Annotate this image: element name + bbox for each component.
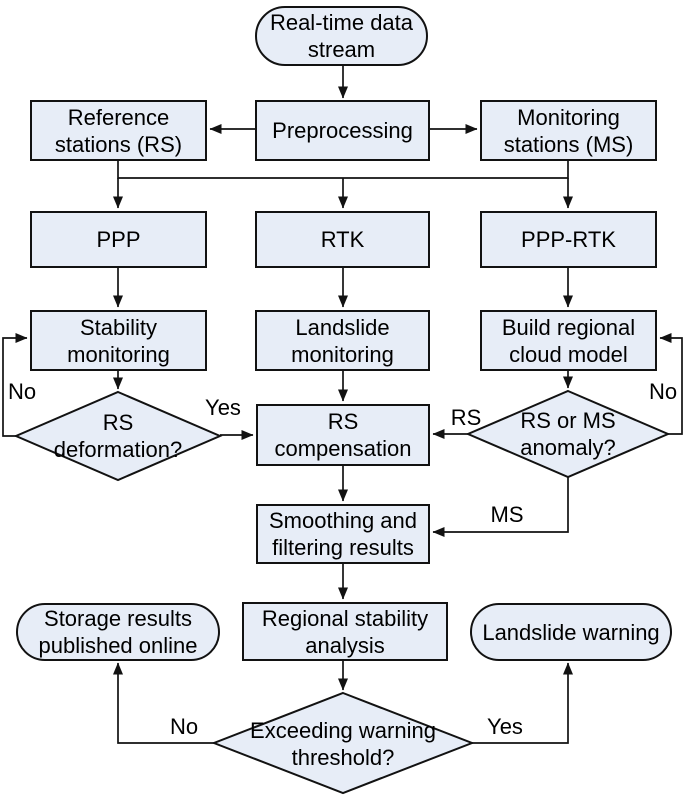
node-label-line: compensation (274, 436, 412, 461)
node-label-line: Reference (67, 104, 170, 130)
node-preprocessing: Preprocessing (255, 100, 430, 161)
decision-exceeding-threshold (211, 691, 475, 795)
node-label-line: Stability (79, 314, 158, 340)
node-smoothing-filtering: Smoothing and filtering results (256, 504, 430, 564)
node-label-line: threshold? (291, 745, 395, 770)
node-rtk: RTK (255, 211, 430, 268)
edge-label-rs-branch: RS (450, 405, 482, 430)
edge-deformation-no-loop (2, 333, 28, 437)
node-ppp: PPP (30, 211, 207, 268)
node-label-line: Exceeding warning (250, 718, 436, 743)
node-label-line: monitoring (67, 341, 170, 367)
node-realtime-stream: Real-time data stream (255, 6, 428, 66)
node-label-line: anomaly? (520, 435, 616, 460)
node-label-line: stream (307, 37, 376, 62)
node-storage-results: Storage results published online (16, 603, 220, 661)
edge-label-no-left: No (7, 379, 37, 404)
node-label-line: Smoothing and (269, 508, 417, 533)
node-label-line: filtering results (272, 535, 414, 560)
decision-rs-ms-anomaly-label: RS or MS anomaly? (468, 407, 668, 461)
node-label-line: RTK (320, 227, 365, 252)
node-monitoring-stations: Monitoring stations (MS) (480, 100, 657, 161)
node-ppp-rtk: PPP-RTK (480, 211, 657, 268)
node-label-line: Landslide (295, 314, 390, 340)
node-label-line: deformation? (53, 437, 183, 462)
edge-label-ms-branch: MS (490, 502, 524, 527)
node-label-line: RS (327, 409, 359, 434)
decision-exceeding-threshold-label: Exceeding warning threshold? (223, 717, 463, 771)
node-label-line: analysis (305, 632, 385, 658)
edge-label-yes-left: Yes (205, 395, 241, 420)
edge-threshold-yes (472, 662, 573, 744)
node-label-line: Preprocessing (272, 118, 413, 143)
node-label-line: Landslide warning (482, 619, 660, 645)
edge-anomaly-ms (432, 477, 569, 537)
node-label-line: stations (RS) (54, 131, 183, 157)
node-label-line: stations (MS) (503, 131, 634, 157)
edge-label-yes-bottom: Yes (487, 714, 523, 739)
edge-bus-rs-ms (117, 161, 569, 179)
node-label-line: Storage results (44, 606, 192, 631)
node-label-line: Regional stability (261, 605, 429, 631)
node-reference-stations: Reference stations (RS) (30, 100, 207, 161)
node-landslide-monitoring: Landslide monitoring (255, 310, 430, 371)
node-stability-monitoring: Stability monitoring (30, 310, 207, 371)
node-landslide-warning: Landslide warning (470, 603, 672, 661)
edge-anomaly-no-loop (659, 333, 683, 435)
node-label-line: RS or MS (520, 408, 616, 433)
decision-rs-deformation-label: RS deformation? (18, 409, 218, 463)
decision-rs-deformation (13, 390, 223, 482)
node-regional-stability: Regional stability analysis (242, 602, 448, 661)
decision-rs-ms-anomaly (465, 389, 671, 479)
node-label-line: RS (102, 410, 134, 435)
node-label-line: published online (38, 633, 198, 658)
edge-label-no-bottom: No (169, 714, 199, 739)
node-label-line: Monitoring (517, 104, 620, 130)
node-label-line: Build regional (501, 314, 636, 340)
node-build-cloud-model: Build regional cloud model (480, 310, 657, 371)
edge-label-no-right: No (648, 379, 678, 404)
node-rs-compensation: RS compensation (256, 404, 430, 466)
node-label-line: monitoring (291, 341, 394, 367)
node-label-line: cloud model (509, 341, 628, 367)
node-label-line: Real-time data (269, 10, 414, 35)
node-label-line: PPP (96, 227, 141, 252)
edge-threshold-no (113, 662, 214, 744)
node-label-line: PPP-RTK (521, 227, 616, 252)
